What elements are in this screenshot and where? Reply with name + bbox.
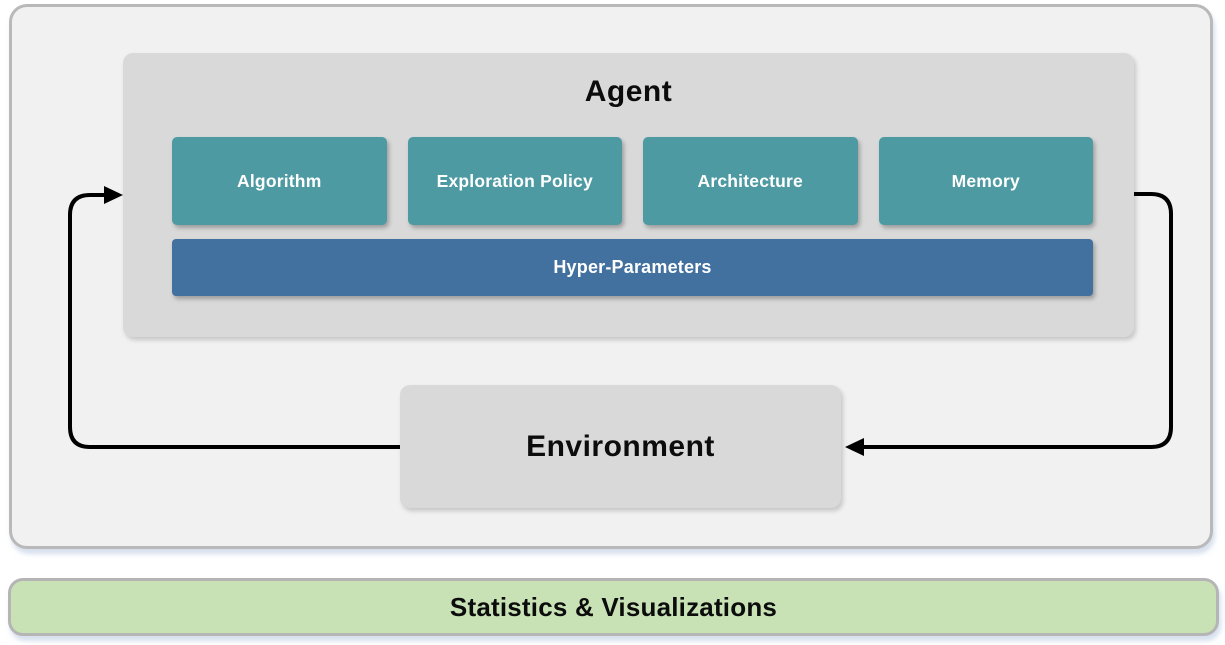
statistics-visualizations-label: Statistics & Visualizations [449, 591, 778, 622]
module-exploration-policy: Exploration Policy [407, 137, 622, 225]
statistics-visualizations-bar: Statistics & Visualizations [8, 578, 1219, 636]
agent-container: Agent Algorithm Exploration Policy Archi… [123, 53, 1134, 337]
hyper-parameters-bar: Hyper-Parameters [172, 239, 1093, 296]
agent-title: Agent [584, 75, 673, 108]
module-architecture: Architecture [643, 137, 858, 225]
module-algorithm: Algorithm [172, 137, 387, 225]
environment-box: Environment [400, 385, 841, 508]
environment-title: Environment [526, 429, 715, 463]
agent-module-row: Algorithm Exploration Policy Architectur… [172, 137, 1093, 225]
module-memory: Memory [878, 137, 1093, 225]
